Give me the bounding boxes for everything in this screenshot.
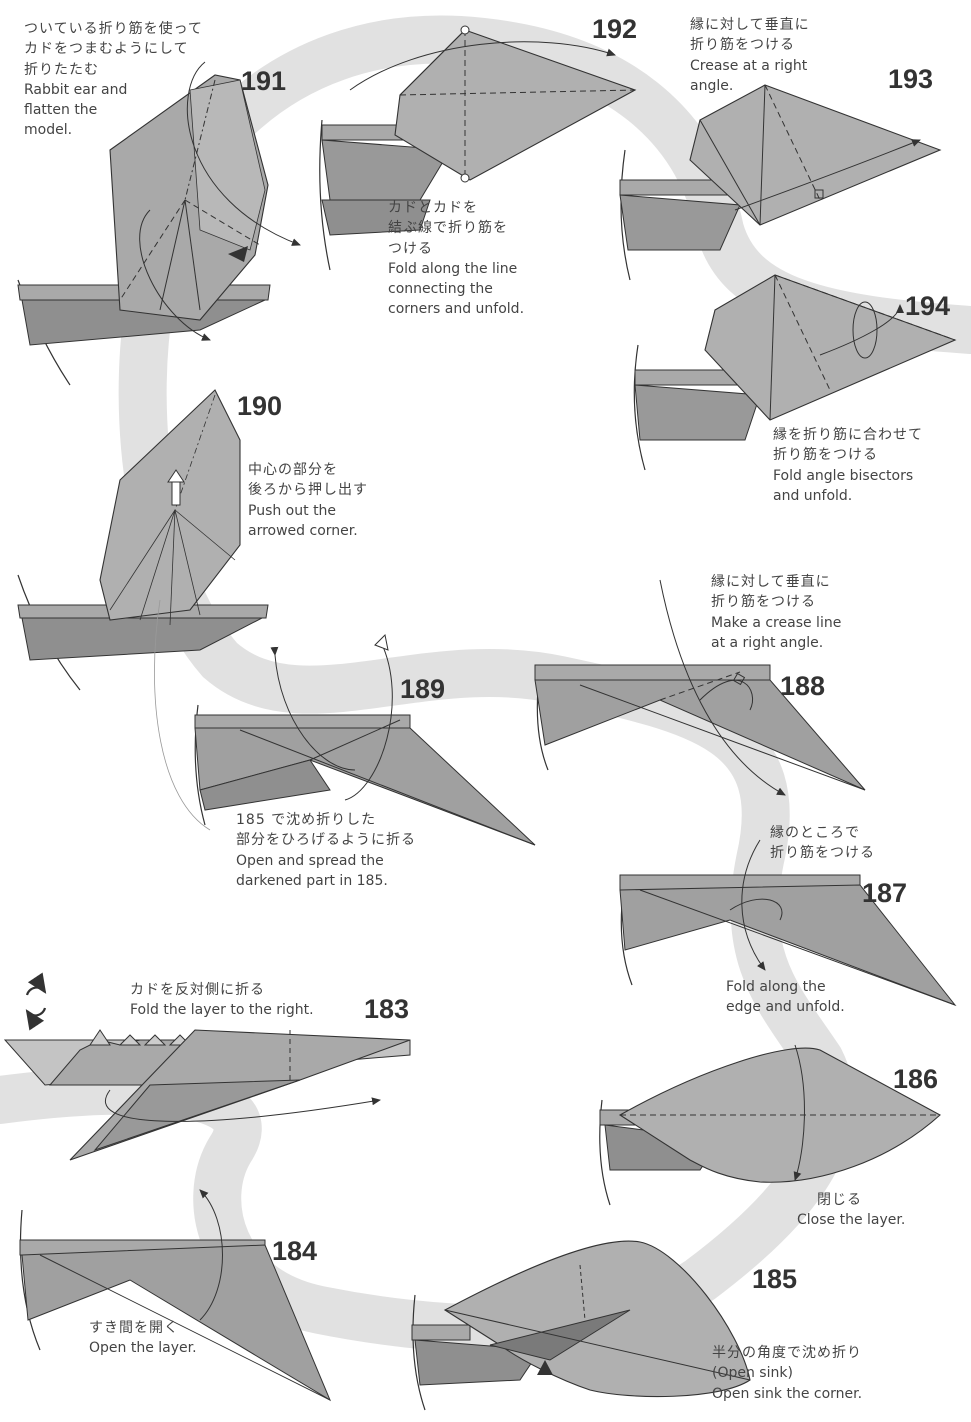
step-186-number: 186 [893, 1064, 938, 1094]
step-192-en-line2: connecting the [388, 281, 493, 298]
step-192-number: 192 [592, 14, 637, 44]
step-190-en-line1: Push out the [248, 502, 337, 519]
step-187-en-line2: edge and unfold. [726, 999, 845, 1016]
step-188-jp-line1: 縁に対して垂直に [711, 574, 831, 590]
step-194-number: 194 [905, 291, 950, 321]
step-191-figure [17, 61, 301, 386]
step-192-figure [319, 25, 637, 271]
step-184-figure [19, 1189, 332, 1402]
step-189-en-line2: darkened part in 185. [236, 872, 388, 889]
step-185-jp-line1: 半分の角度で沈め折り [712, 1345, 862, 1361]
step-187-jp-line2: 折り筋をつける [770, 845, 875, 862]
step-193-caption: 縁に対して垂直に 折り筋をつける Crease at a right angle… [690, 15, 860, 96]
step-194-jp-line1: 縁を折り筋に合わせて [773, 427, 923, 443]
step-188-en-line2: at a right angle. [711, 634, 824, 651]
step-193-number: 193 [888, 64, 933, 94]
step-191-en-line1: Rabbit ear and [24, 81, 128, 98]
step-189-jp-line1: 185 で沈め折りした [236, 812, 377, 828]
step-189-figure [194, 633, 536, 846]
step-189-en-line1: Open and spread the [236, 852, 384, 869]
step-193-en-line1: Crease at a right [690, 57, 808, 74]
step-183-caption: カドを反対側に折る Fold the layer to the right. [130, 980, 360, 1021]
step-188-en-line1: Make a crease line [711, 614, 842, 631]
step-190-jp-line2: 後ろから押し出す [248, 482, 368, 499]
step-184-en-line1: Open the layer. [89, 1340, 197, 1357]
step-192-jp-line1: カドとカドを [388, 200, 478, 216]
step-190-figure [17, 389, 269, 831]
step-183-figure [3, 1029, 411, 1161]
step-184-caption: すき間を開く Open the layer. [89, 1318, 249, 1359]
step-185-caption: 半分の角度で沈め折り (Open sink) Open sink the cor… [712, 1343, 922, 1404]
step-191-en-line3: model. [24, 122, 73, 139]
step-191-jp-line1: ついている折り筋を使って [24, 21, 203, 37]
step-193-jp-line2: 折り筋をつける [690, 37, 795, 54]
step-191-caption: ついている折り筋を使って カドをつまむようにして 折りたたむ Rabbit ea… [24, 19, 254, 141]
step-192-jp-line2: 結ぶ線で折り筋を [388, 220, 508, 237]
step-193-jp-line1: 縁に対して垂直に [690, 17, 810, 33]
step-186-en-line1: Close the layer. [797, 1212, 906, 1229]
step-191-jp-line2: カドをつまむようにして [24, 41, 189, 58]
step-188-number: 188 [780, 671, 825, 701]
step-190-en-line2: arrowed corner. [248, 522, 358, 539]
step-187-caption-jp: 縁のところで 折り筋をつける [770, 823, 910, 864]
step-183-en-line1: Fold the layer to the right. [130, 1002, 314, 1019]
step-192-caption: カドとカドを 結ぶ線で折り筋を つける Fold along the line … [388, 198, 578, 320]
step-189-caption: 185 で沈め折りした 部分をひろげるように折る Open and spread… [236, 810, 466, 891]
step-187-caption-en: Fold along the edge and unfold. [726, 977, 876, 1018]
step-184-number: 184 [272, 1236, 317, 1266]
step-190-number: 190 [237, 391, 282, 421]
step-192-en-line1: Fold along the line [388, 260, 518, 277]
step-190-caption: 中心の部分を 後ろから押し出す Push out the arrowed cor… [248, 460, 423, 541]
step-194-en-line1: Fold angle bisectors [773, 467, 914, 484]
step-185-en-line2: Open sink the corner. [712, 1385, 863, 1402]
step-187-number: 187 [862, 878, 907, 908]
step-187-en-line1: Fold along the [726, 979, 826, 995]
step-186-figure [599, 1044, 941, 1206]
step-185-number: 185 [752, 1264, 797, 1294]
step-187-jp-line1: 縁のところで [770, 825, 860, 841]
step-188-caption: 縁に対して垂直に 折り筋をつける Make a crease line at a… [711, 572, 886, 653]
step-185-figure [411, 1240, 751, 1411]
step-194-jp-line2: 折り筋をつける [773, 447, 878, 464]
step-190-jp-line1: 中心の部分を [248, 462, 338, 478]
step-192-en-line3: corners and unfold. [388, 301, 525, 318]
step-188-figure [534, 579, 866, 796]
step-192-jp-line3: つける [388, 240, 433, 257]
step-187-figure [619, 839, 957, 1007]
step-188-jp-line2: 折り筋をつける [711, 594, 816, 611]
step-186-caption: 閉じる Close the layer. [797, 1190, 947, 1231]
step-193-en-line2: angle. [690, 77, 734, 94]
step-194-caption: 縁を折り筋に合わせて 折り筋をつける Fold angle bisectors … [773, 425, 968, 506]
step-193-figure [619, 84, 942, 281]
step-185-en-line1: (Open sink) [712, 1365, 793, 1382]
step-183-jp-line1: カドを反対側に折る [130, 982, 265, 998]
rotate-icon [25, 972, 47, 1031]
step-189-jp-line2: 部分をひろげるように折る [236, 832, 416, 849]
step-194-figure [633, 274, 957, 471]
step-184-jp-line1: すき間を開く [89, 1320, 179, 1336]
step-191-en-line2: flatten the [24, 102, 98, 119]
step-194-en-line2: and unfold. [773, 487, 853, 504]
step-191-number: 191 [241, 66, 286, 96]
step-183-number: 183 [364, 994, 409, 1024]
step-191-jp-line3: 折りたたむ [24, 61, 99, 78]
step-186-jp-line1: 閉じる [817, 1192, 862, 1208]
step-189-number: 189 [400, 674, 445, 704]
